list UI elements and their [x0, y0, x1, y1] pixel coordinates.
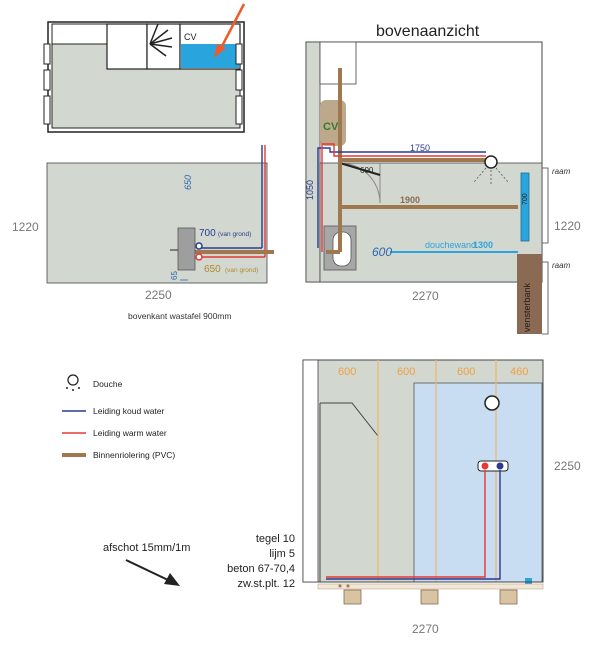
dim-2270-elev: 2270	[412, 622, 439, 636]
shower-icon	[67, 374, 79, 386]
legend: Douche Leiding koud water Leiding warm w…	[62, 374, 175, 460]
sewer-pipes-top	[326, 68, 518, 254]
dim-600-door: 600	[360, 166, 374, 175]
raam-bracket-2	[542, 261, 549, 335]
cv-pointer-arrow	[218, 3, 246, 51]
small-plan-right-marker	[235, 95, 243, 125]
slope-annotation: afschot 15mm/1m tegel 10 lijm 5 beton 67…	[103, 533, 295, 590]
top-view-title: bovenaanzicht	[376, 23, 480, 40]
dim-650-label: 650	[204, 264, 221, 275]
dim-2270-plan: 2270	[412, 289, 439, 303]
layer-lijm: lijm 5	[269, 548, 295, 560]
small-plan-cv-label: CV	[184, 32, 197, 42]
layer-beton: beton 67-70,4	[227, 563, 295, 575]
wastafel-floor	[46, 162, 268, 284]
washbasin	[177, 227, 196, 271]
door-swing-arc	[339, 162, 381, 204]
drain-elev	[525, 578, 532, 584]
floor-layer	[317, 583, 544, 590]
window-top	[520, 172, 530, 242]
dim-2250-bottom: 2250	[145, 288, 172, 302]
top-view-plan: bovenaanzicht vensterbank CV 600	[305, 23, 581, 335]
top-view-floor	[319, 162, 543, 283]
warm-tap-point	[195, 253, 203, 261]
dim-1900: 1900	[400, 195, 420, 205]
afschot-arrowhead	[164, 573, 180, 586]
small-plan-toilet-box	[106, 23, 148, 70]
douchewand-label: douchewand	[425, 240, 476, 250]
windowsill	[517, 254, 542, 334]
dim-2250-elev: 2250	[554, 459, 581, 473]
cv-boiler-label: CV	[323, 121, 339, 133]
column-label-2: 600	[397, 366, 415, 378]
dim-1220-right: 1220	[554, 219, 581, 233]
windowsill-label: vensterbank	[522, 282, 532, 332]
small-plan-left-marker	[43, 95, 51, 125]
dim-700-label: 700	[199, 228, 216, 239]
cold-pipe-top	[317, 147, 486, 248]
dim-1750: 1750	[410, 143, 430, 153]
wastafel-plan: 650 700 (van grond) 650 (van grond) 65 1…	[12, 145, 274, 321]
column-label-3: 600	[457, 366, 475, 378]
column-label-1: 600	[338, 366, 356, 378]
dim-600-italic: 600	[372, 245, 392, 259]
shower-spray-lines	[473, 167, 509, 186]
small-plan-cv-fill	[181, 44, 239, 68]
cv-pointer-arrowhead	[214, 44, 226, 58]
dim-1050: 1050	[305, 180, 315, 200]
mixer-warm	[481, 462, 489, 470]
shower-area	[413, 382, 543, 583]
afschot-arrow	[125, 559, 169, 581]
dim-1220-left: 1220	[12, 220, 39, 234]
warm-pipe-elev	[326, 470, 486, 578]
small-plan-left-marker	[43, 69, 51, 91]
shower-icon-drops	[66, 387, 80, 391]
cold-tap-point	[195, 242, 203, 250]
column-label-4: 460	[510, 366, 528, 378]
door-leaf	[339, 162, 381, 176]
wastafel-caption: bovenkant wastafel 900mm	[128, 311, 231, 321]
shower-head-elev	[484, 395, 500, 411]
small-plan-niche	[51, 23, 108, 45]
layer-tegel: tegel 10	[256, 533, 295, 545]
warm-pipe-top	[321, 143, 486, 252]
small-plan: CV	[43, 3, 246, 133]
raam-bracket-1	[542, 167, 549, 244]
shower-head-top	[484, 155, 498, 169]
van-grond-label-2: (van grond)	[225, 267, 258, 274]
raam-label-2: raam	[552, 261, 571, 270]
small-plan-left-marker	[43, 43, 51, 65]
floor-supports	[343, 589, 518, 605]
layer-zwst: zw.st.plt. 12	[238, 578, 295, 590]
small-plan-right-marker	[235, 43, 243, 65]
douchewand-value: 1300	[473, 240, 493, 250]
drain-dots	[338, 584, 350, 588]
legend-sewer: Binnenriolering (PVC)	[93, 450, 175, 460]
mixer-cold	[496, 462, 504, 470]
small-plan-right-marker	[235, 69, 243, 91]
small-plan-door-swing	[149, 23, 173, 57]
raam-label-1: raam	[552, 167, 571, 176]
elevation-view: 600 600 600 460 2250 2270	[302, 359, 581, 636]
top-view-left-wall	[305, 41, 321, 283]
legend-warm: Leiding warm water	[93, 428, 167, 438]
dim-65-label: 65	[170, 271, 179, 280]
dim-650-vertical: 650	[183, 175, 193, 190]
afschot-label: afschot 15mm/1m	[103, 542, 190, 554]
elevation-left-strip	[302, 359, 319, 583]
cold-pipe-elev	[326, 470, 501, 580]
dim-700-window: 700	[522, 193, 529, 205]
van-grond-label-1: (van grond)	[218, 231, 251, 238]
legend-douche: Douche	[93, 379, 123, 389]
legend-cold: Leiding koud water	[93, 406, 165, 416]
